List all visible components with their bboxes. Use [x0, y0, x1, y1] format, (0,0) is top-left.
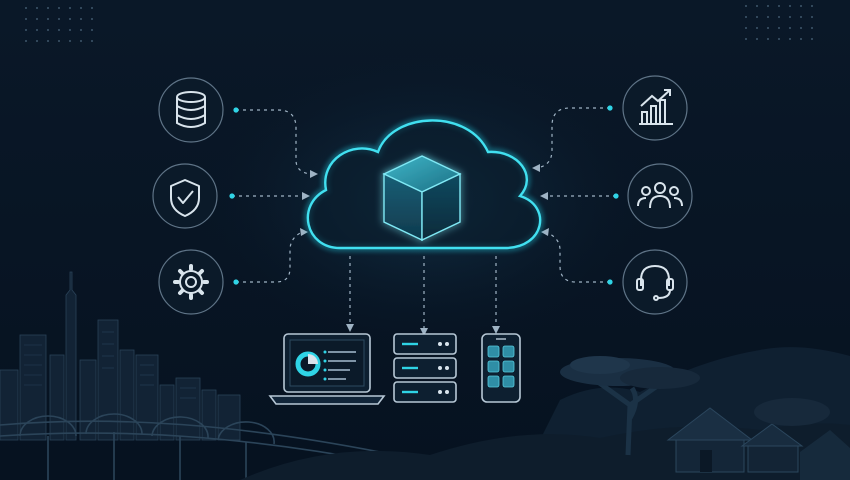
grid-dot — [767, 27, 769, 29]
grid-dot — [47, 29, 49, 31]
grid-dot — [69, 29, 71, 31]
bar-chart-trend-icon — [639, 89, 673, 125]
grid-dot — [767, 16, 769, 18]
gear-icon — [173, 264, 209, 300]
grid-dot — [91, 29, 93, 31]
bridge — [0, 413, 381, 480]
grid-dot — [91, 18, 93, 20]
node-users — [627, 163, 693, 229]
grid-dot — [25, 40, 27, 42]
grid-dot — [58, 40, 60, 42]
grid-dot — [756, 16, 758, 18]
grid-dot — [47, 7, 49, 9]
grid-dot — [25, 18, 27, 20]
grid-dot — [745, 16, 747, 18]
grid-dot — [80, 29, 82, 31]
grid-dot — [811, 27, 813, 29]
grid-dot — [800, 27, 802, 29]
grid-dot — [789, 27, 791, 29]
headset-icon — [636, 264, 674, 301]
grid-dot — [36, 7, 38, 9]
grid-dot — [789, 38, 791, 40]
grid-dot — [69, 40, 71, 42]
grid-dot — [36, 29, 38, 31]
grid-dot — [756, 5, 758, 7]
grid-dot — [80, 40, 82, 42]
grid-dot — [58, 7, 60, 9]
grid-dot — [756, 27, 758, 29]
grid-dot — [811, 5, 813, 7]
server-rack-icon — [393, 333, 457, 403]
users-group-icon — [637, 182, 683, 209]
connector-arrows — [300, 164, 549, 336]
grid-dot — [789, 16, 791, 18]
connector-database — [236, 109, 311, 175]
grid-dot — [25, 29, 27, 31]
grid-dot — [767, 5, 769, 7]
grid-dot — [80, 18, 82, 20]
grid-dot — [745, 27, 747, 29]
huts — [666, 398, 850, 480]
dot-grid-left — [25, 7, 93, 42]
connectors — [232, 107, 616, 328]
laptop-dashboard-icon — [268, 333, 386, 405]
grid-dot — [756, 38, 758, 40]
grid-dot — [36, 40, 38, 42]
grid-dot — [91, 7, 93, 9]
node-support — [622, 249, 688, 315]
skyline-windows — [24, 331, 196, 399]
grid-dot — [811, 16, 813, 18]
grid-dot — [36, 18, 38, 20]
grid-dot — [811, 38, 813, 40]
cube-icon — [382, 155, 462, 242]
shield-check-icon — [170, 179, 200, 217]
grid-dot — [80, 7, 82, 9]
smartphone-apps-icon — [481, 333, 521, 403]
node-settings — [158, 249, 224, 315]
node-database — [158, 77, 224, 143]
grid-dot — [778, 38, 780, 40]
grid-dot — [800, 5, 802, 7]
grid-dot — [91, 40, 93, 42]
grid-dot — [25, 7, 27, 9]
grid-dot — [47, 18, 49, 20]
grid-dot — [47, 40, 49, 42]
grid-dot — [778, 16, 780, 18]
grid-dot — [69, 18, 71, 20]
node-analytics — [622, 75, 688, 141]
acacia-tree — [560, 356, 700, 456]
grid-dot — [69, 7, 71, 9]
node-security — [152, 163, 218, 229]
connector-dots — [229, 105, 619, 285]
grid-dot — [800, 16, 802, 18]
grid-dot — [745, 5, 747, 7]
grid-dot — [789, 5, 791, 7]
grid-dot — [800, 38, 802, 40]
grid-dot — [58, 18, 60, 20]
connector-support — [545, 231, 610, 283]
grid-dot — [58, 29, 60, 31]
grid-dot — [778, 27, 780, 29]
grid-dot — [767, 38, 769, 40]
grid-dot — [778, 5, 780, 7]
grid-dot — [745, 38, 747, 40]
database-icon — [176, 91, 206, 128]
dot-grid-right — [745, 5, 813, 40]
